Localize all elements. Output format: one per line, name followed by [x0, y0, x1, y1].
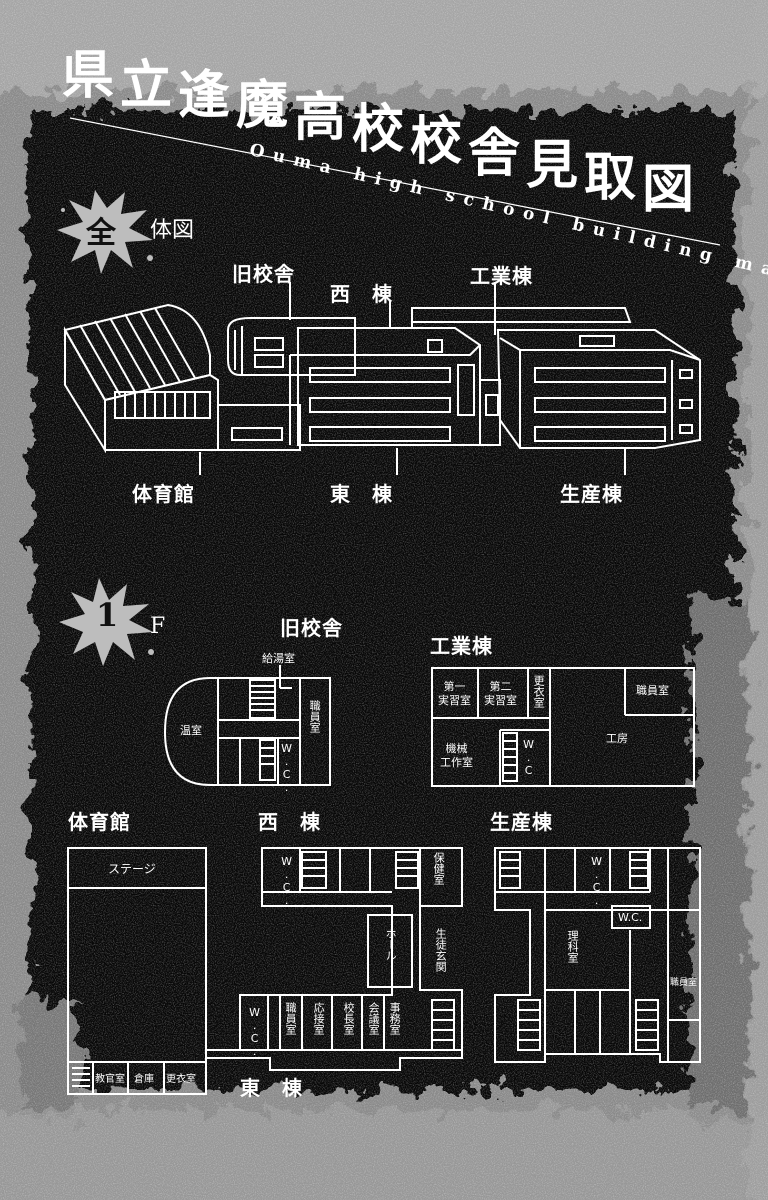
- room-east-wc: W.C.: [248, 1006, 262, 1058]
- room-souko: 倉庫: [134, 1074, 154, 1085]
- room-ind-shokuin: 職員室: [636, 684, 669, 697]
- title-char: 校: [352, 99, 405, 160]
- room-hoken: 保健室: [432, 852, 446, 885]
- room-kobo: 工房: [606, 732, 628, 745]
- overview-badge-splat: [57, 190, 153, 274]
- overview-old-building: [227, 317, 356, 376]
- room-gym-koui: 更衣室: [166, 1074, 196, 1085]
- floor-badge-char: 1: [96, 596, 119, 634]
- plan-gym: [67, 847, 207, 1095]
- room-kyokan: 教官室: [95, 1074, 125, 1085]
- room-prod-wc2: W.C.: [618, 911, 643, 924]
- overview-label-gym: 体育館: [132, 482, 195, 506]
- room-kyuto: 給湯室: [262, 652, 295, 665]
- title-char: 取: [584, 147, 637, 208]
- title-underline: [69, 117, 721, 246]
- room-prod-wc1: W.C.: [590, 855, 604, 907]
- floor-label-old-building: 旧校舎: [280, 616, 343, 640]
- room-jisshu1: 第一 実習室: [438, 680, 471, 707]
- title-char: 逢: [178, 65, 231, 126]
- title-char: 高: [294, 87, 347, 148]
- room-kaigi: 会議室: [367, 1002, 381, 1035]
- overview-label-industry: 工業棟: [470, 264, 533, 288]
- title-char: 立: [120, 55, 173, 116]
- overview-drawing: [63, 282, 701, 475]
- room-genkan: 生徒玄関: [434, 928, 448, 972]
- overview-label-east: 東 棟: [330, 482, 393, 506]
- overview-label-production: 生産棟: [560, 482, 623, 506]
- plan-production: [494, 847, 701, 1063]
- floor-label-gym: 体育館: [68, 810, 131, 834]
- overview-east-building: [289, 327, 481, 446]
- room-rika: 理科室: [566, 930, 580, 963]
- room-hall: ホール: [384, 928, 398, 961]
- floor-label-west: 西 棟: [258, 810, 321, 834]
- plan-industry: [431, 667, 695, 787]
- overview-badge-char: 全: [86, 216, 116, 251]
- room-jimu: 事務室: [388, 1002, 402, 1035]
- room-ousetsu: 応接室: [312, 1002, 326, 1035]
- room-prod-shokuin: 職員室: [670, 978, 698, 988]
- room-kochou: 校長室: [342, 1002, 356, 1035]
- title-char: 魔: [236, 75, 289, 136]
- room-east-shokuin: 職員室: [284, 1002, 298, 1035]
- room-old-wc: W.C.: [280, 742, 294, 794]
- plan-west-east: [205, 847, 463, 1071]
- plan-old-building: [163, 665, 331, 786]
- floor-label-industry: 工業棟: [430, 634, 493, 658]
- title-char: 見: [526, 135, 579, 196]
- room-ind-koui: 更衣室: [532, 675, 546, 708]
- floor-heading: F: [150, 614, 166, 639]
- overview-industry-building: [411, 307, 632, 328]
- overview-label-west: 西 棟: [330, 282, 393, 306]
- room-ind-wc: W.C.: [522, 738, 536, 790]
- room-west-wc: W.C.: [280, 855, 294, 907]
- floor-badge-splat: [59, 578, 154, 666]
- overview-label-old-building: 旧校舎: [232, 262, 295, 286]
- title-char: 舎: [468, 123, 521, 184]
- room-kikai: 機械 工作室: [440, 742, 473, 769]
- floor-label-east: 東 棟: [240, 1076, 303, 1100]
- overview-production-building: [496, 329, 701, 449]
- room-onshitsu: 温室: [180, 724, 202, 737]
- floor-label-production: 生産棟: [490, 810, 553, 834]
- title-char: 校: [410, 111, 463, 172]
- overview-heading: 体図: [150, 218, 195, 243]
- title-char: 図: [642, 159, 695, 220]
- room-old-shokuin: 職員室: [308, 700, 322, 733]
- overview-gym: [63, 303, 219, 454]
- room-stage: ステージ: [108, 862, 156, 876]
- room-jisshu2: 第二 実習室: [484, 680, 517, 707]
- title-char: 県: [62, 45, 115, 106]
